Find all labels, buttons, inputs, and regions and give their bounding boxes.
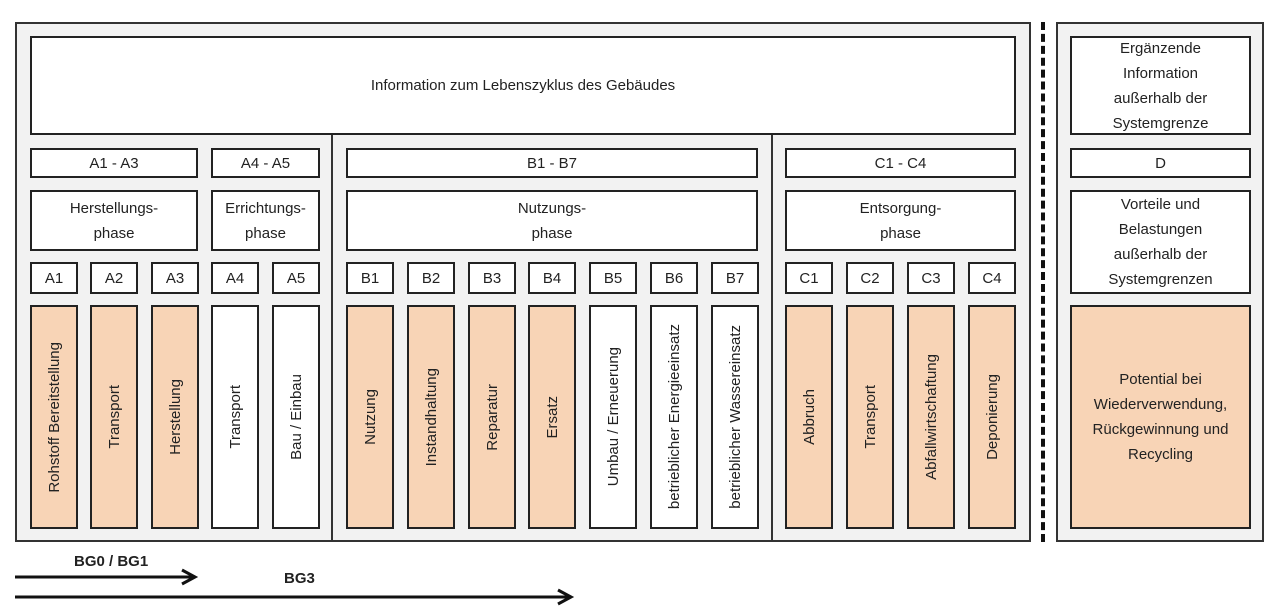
supplementary-phase: Vorteile und Belastungen außerhalb der S…: [1070, 190, 1251, 294]
module-box: Deponierung: [968, 305, 1016, 529]
bg01-arrow-head: [181, 568, 199, 586]
module-text: Umbau / Erneuerung: [604, 347, 622, 487]
module-text: betrieblicher Wassereinsatz: [726, 325, 744, 509]
group-range: A4 - A5: [211, 148, 320, 178]
module-code: A5: [272, 262, 320, 294]
module-code: B7: [711, 262, 759, 294]
scope-arrows: [15, 568, 575, 606]
module-code: B4: [528, 262, 576, 294]
module-box: Bau / Einbau: [272, 305, 320, 529]
module-box: Herstellung: [151, 305, 199, 529]
group-phase: Entsorgung- phase: [785, 190, 1016, 251]
module-text: Instandhaltung: [422, 367, 440, 467]
module-code: C3: [907, 262, 955, 294]
module-code: B5: [589, 262, 637, 294]
module-text: betrieblicher Energieeinsatz: [665, 324, 683, 510]
module-box: Abbruch: [785, 305, 833, 529]
module-text: Nutzung: [361, 389, 379, 445]
group-phase: Herstellungs- phase: [30, 190, 198, 251]
module-box: Instandhaltung: [407, 305, 455, 529]
group-phase: Nutzungs- phase: [346, 190, 758, 251]
module-box: Reparatur: [468, 305, 516, 529]
group-range: A1 - A3: [30, 148, 198, 178]
module-text: Transport: [226, 385, 244, 449]
bg3-label: BG3: [284, 570, 315, 587]
module-box: betrieblicher Energieeinsatz: [650, 305, 698, 529]
group-range: B1 - B7: [346, 148, 758, 178]
module-box: Nutzung: [346, 305, 394, 529]
supplementary-range: D: [1070, 148, 1251, 178]
module-code: A2: [90, 262, 138, 294]
divider-a-b: [331, 134, 333, 542]
module-code: A3: [151, 262, 199, 294]
module-code: C1: [785, 262, 833, 294]
module-text: Transport: [861, 385, 879, 449]
module-text: Rohstoff Bereitstellung: [45, 341, 63, 493]
module-text: Herstellung: [166, 379, 184, 455]
module-text: Deponierung: [983, 374, 1001, 460]
module-box: Umbau / Erneuerung: [589, 305, 637, 529]
module-box: betrieblicher Wassereinsatz: [711, 305, 759, 529]
module-code: C2: [846, 262, 894, 294]
module-box: Transport: [211, 305, 259, 529]
module-box: Abfallwirtschaftung: [907, 305, 955, 529]
life-cycle-header: Information zum Lebenszyklus des Gebäude…: [30, 36, 1016, 135]
module-box: Rohstoff Bereitstellung: [30, 305, 78, 529]
module-code: A1: [30, 262, 78, 294]
module-box: Ersatz: [528, 305, 576, 529]
module-box: Transport: [90, 305, 138, 529]
module-code: B6: [650, 262, 698, 294]
module-code: B3: [468, 262, 516, 294]
group-phase: Errichtungs- phase: [211, 190, 320, 251]
module-code: B1: [346, 262, 394, 294]
divider-b-c: [771, 134, 773, 542]
module-text: Abfallwirtschaftung: [922, 354, 940, 480]
bg3-arrow-head: [557, 588, 575, 606]
supplementary-module: Potential bei Wiederverwendung, Rückgewi…: [1070, 305, 1251, 529]
module-text: Reparatur: [483, 383, 501, 451]
module-box: Transport: [846, 305, 894, 529]
bg01-label: BG0 / BG1: [74, 553, 149, 570]
module-text: Bau / Einbau: [287, 374, 305, 460]
module-text: Abbruch: [800, 389, 818, 445]
module-code: B2: [407, 262, 455, 294]
module-code: C4: [968, 262, 1016, 294]
group-range: C1 - C4: [785, 148, 1016, 178]
supplementary-header: Ergänzende Information außerhalb der Sys…: [1070, 36, 1251, 135]
system-boundary-divider: [1041, 22, 1045, 542]
module-text: Ersatz: [543, 395, 561, 439]
module-text: Transport: [105, 385, 123, 449]
module-code: A4: [211, 262, 259, 294]
